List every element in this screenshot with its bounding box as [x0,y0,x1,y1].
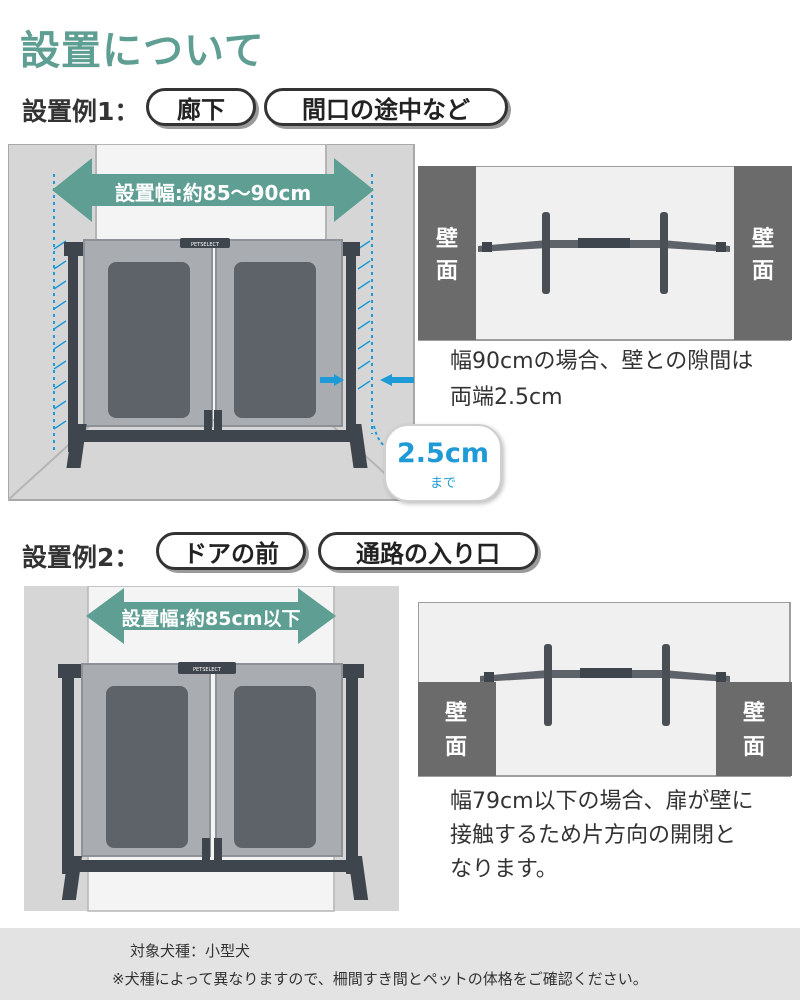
example2-label: 設置例2： [22,543,140,572]
wall-right-label-1: 壁 [752,226,774,252]
wall-left [418,166,476,340]
gap-arrow-left [334,374,344,386]
example2-tag-door: ドアの前 [156,532,306,570]
gate-illustration: PETSELECT [58,662,369,900]
wall-right [734,166,792,340]
example1-illustration: 設置幅:約85〜90cm PETSELECT [8,144,415,501]
gate-topview [480,644,730,726]
page-title: 設置について [20,28,265,74]
width-arrow [86,588,336,644]
wall-left-label-2: 面 [445,735,467,760]
wall-left-label-2: 面 [436,259,458,284]
topview-background [418,166,791,341]
wall-right-label-2: 面 [752,259,774,284]
example1-label: 設置例1： [22,97,140,126]
footer: 対象犬種：小型犬 ※犬種によって異なりますので、柵間すき間とペットの体格をご確認… [0,928,800,1000]
gate-illustration: PETSELECT [64,238,368,468]
gap-badge-value: 2.5cm [397,438,489,469]
gap-badge: 2.5cm まで [384,424,502,502]
width-arrow [52,158,374,222]
wall-left-label-1: 壁 [436,226,458,252]
footer-note: ※犬種によって異なりますので、柵間すき間とペットの体格をご確認ください。 [112,970,648,988]
wall-right-label-1: 壁 [743,700,765,726]
example2-desc-3: なります。 [450,857,558,882]
gap-arrow-right [380,374,392,386]
gap-badge-sub: まで [429,476,456,491]
example1-tag-hallway: 廊下 [146,88,256,126]
example2-tag-passage: 通路の入り口 [318,532,538,570]
example2-desc-2: 接触するため片方向の開閉と [450,823,737,848]
gate-topview [478,212,730,294]
width-label: 設置幅:約85〜90cm [115,181,311,205]
example2-desc-1: 幅79cm以下の場合、扉が壁に [450,789,754,814]
wall-right-label-2: 面 [743,735,765,760]
example2-topview: 壁 面 壁 面 [418,602,792,777]
example1-tag-opening: 間口の途中など [264,88,508,126]
wall-left [418,682,496,776]
example1-desc-1: 幅90cmの場合、壁との隙間は [450,349,754,374]
example1-topview: 壁 面 壁 面 [418,166,792,341]
width-label: 設置幅:約85cm以下 [121,607,300,630]
example2-illustration: 設置幅:約85cm以下 PETSELECT [24,586,399,912]
gate-brand: PETSELECT [191,242,220,248]
footer-target: 対象犬種：小型犬 [130,942,251,960]
right-gap-hatch [357,240,371,390]
gate-brand: PETSELECT [193,667,222,673]
wall-right [716,682,792,776]
wall-left-label-1: 壁 [445,700,467,726]
example1-desc-2: 両端2.5cm [450,385,563,410]
left-gap-hatch [53,240,67,430]
